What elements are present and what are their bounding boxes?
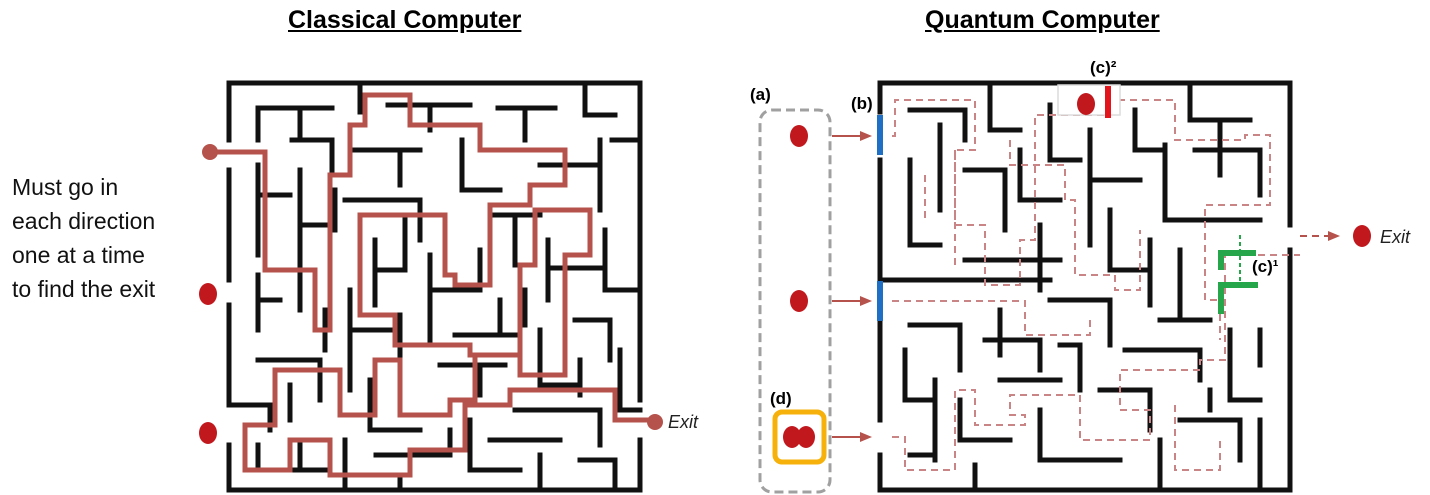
caption-line-4: to find the exit bbox=[12, 276, 156, 302]
caption-line-3: one at a time bbox=[12, 242, 145, 268]
quantum-exit-label: Exit bbox=[1380, 227, 1411, 247]
quantum-dashed-paths bbox=[892, 99, 1300, 471]
quantum-group-a-box bbox=[758, 108, 832, 494]
quantum-exit-dot bbox=[1353, 225, 1371, 247]
classical-caption: Must go in each direction one at a time … bbox=[12, 170, 155, 306]
quantum-maze-walls bbox=[877, 80, 1293, 493]
quantum-dot-d-right bbox=[797, 426, 815, 448]
quantum-c2-dot bbox=[1077, 93, 1095, 115]
label-b: (b) bbox=[851, 94, 873, 113]
label-c2: (c)² bbox=[1090, 58, 1117, 77]
label-c1: (c)¹ bbox=[1252, 257, 1279, 276]
classical-exit-label: Exit bbox=[668, 412, 699, 432]
caption-line-2: each direction bbox=[12, 208, 156, 234]
quantum-blue-marker-top bbox=[877, 115, 883, 155]
quantum-dot-d-left bbox=[783, 426, 801, 448]
classical-dot-middle bbox=[199, 283, 217, 305]
classical-exit-dot bbox=[647, 414, 663, 430]
quantum-exit-arrow bbox=[1300, 231, 1340, 241]
quantum-group-d-box bbox=[772, 409, 827, 465]
classical-dot-bottom bbox=[199, 422, 217, 444]
classical-maze-walls bbox=[226, 80, 643, 493]
classical-computer-title: Classical Computer bbox=[288, 6, 522, 34]
caption-line-1: Must go in bbox=[12, 174, 119, 200]
quantum-blue-marker-middle bbox=[877, 281, 883, 321]
label-d: (d) bbox=[770, 389, 792, 408]
quantum-computer-title: Quantum Computer bbox=[925, 6, 1160, 34]
quantum-dot-middle bbox=[790, 290, 808, 312]
quantum-entry-arrows bbox=[832, 131, 872, 442]
classical-start-dot bbox=[202, 144, 218, 160]
quantum-green-marker bbox=[1218, 235, 1258, 314]
quantum-red-marker bbox=[1105, 86, 1111, 118]
quantum-dot-top bbox=[790, 125, 808, 147]
label-a: (a) bbox=[750, 85, 771, 104]
classical-solution-path bbox=[210, 92, 655, 478]
